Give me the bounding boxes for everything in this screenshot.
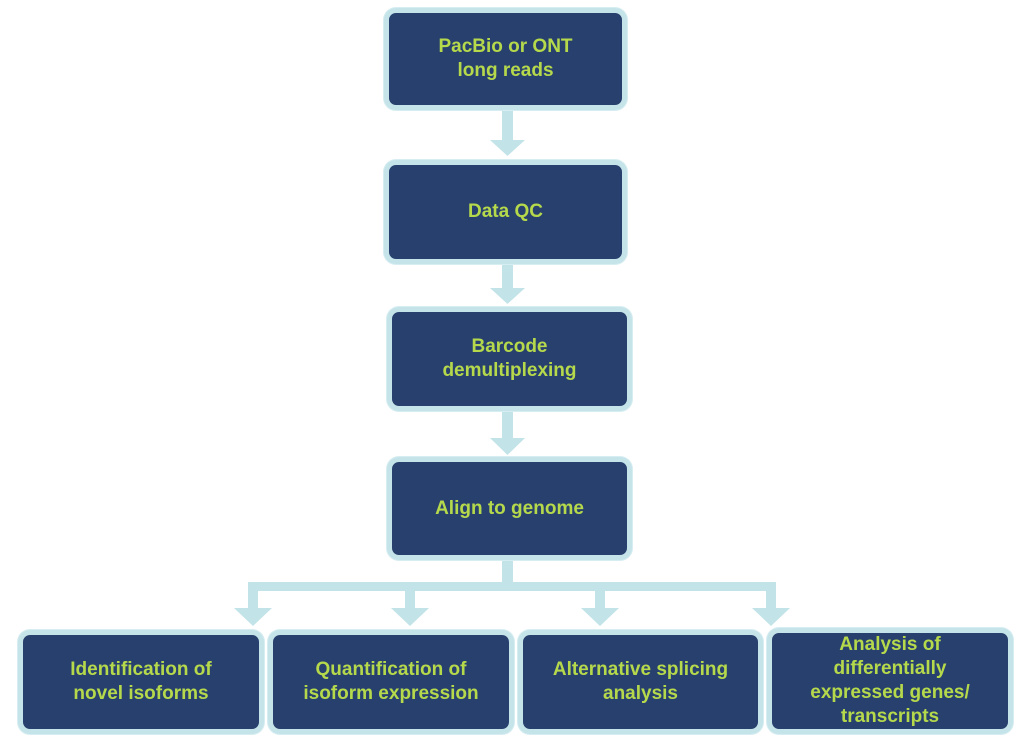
node-label: Identification of novel isoforms bbox=[70, 659, 212, 704]
arrow-branch-to-quant bbox=[391, 586, 429, 626]
arrow-branch-to-splicing bbox=[581, 586, 619, 626]
node-quantification-isoform-expression: Quantification of isoform expression bbox=[268, 630, 514, 734]
node-label: Align to genome bbox=[435, 497, 584, 519]
arrow-qc-to-demux bbox=[490, 264, 525, 304]
node-barcode-demultiplexing: Barcode demultiplexing bbox=[387, 307, 632, 411]
node-differential-expression-analysis: Analysis of differentially expressed gen… bbox=[767, 628, 1013, 734]
node-data-qc: Data QC bbox=[384, 160, 627, 264]
node-identification-novel-isoforms: Identification of novel isoforms bbox=[18, 630, 264, 734]
node-label: PacBio or ONT long reads bbox=[438, 36, 573, 81]
node-align-to-genome: Align to genome bbox=[387, 457, 632, 560]
node-alternative-splicing-analysis: Alternative splicing analysis bbox=[518, 630, 763, 734]
node-label: Quantification of isoform expression bbox=[303, 659, 479, 704]
node-pacbio-ont-long-reads: PacBio or ONT long reads bbox=[384, 8, 627, 110]
branch-trunk bbox=[248, 560, 776, 591]
node-label: Barcode demultiplexing bbox=[442, 336, 577, 381]
arrow-pacbio-to-qc bbox=[490, 110, 525, 156]
arrow-branch-to-diffexp bbox=[752, 582, 790, 626]
arrow-demux-to-align bbox=[490, 411, 525, 455]
arrow-branch-to-novel bbox=[234, 582, 272, 626]
node-label: Data QC bbox=[468, 201, 543, 222]
node-label: Alternative splicing analysis bbox=[552, 659, 729, 704]
node-label: Analysis of differentially expressed gen… bbox=[810, 634, 970, 727]
